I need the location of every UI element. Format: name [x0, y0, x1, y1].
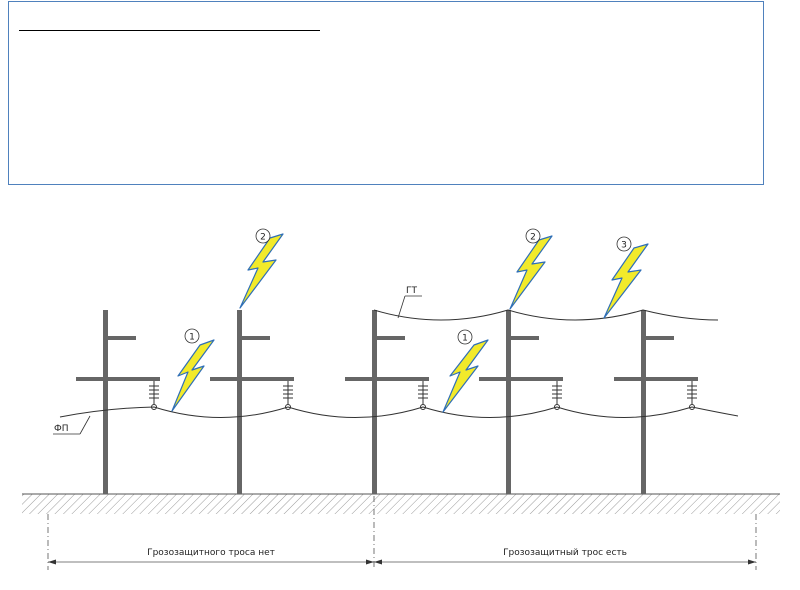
insulator-2 [283, 381, 293, 410]
dimension-arrows [48, 559, 756, 565]
ground-wire [373, 309, 719, 321]
markers [184, 228, 632, 345]
insulator-4 [552, 381, 562, 410]
phase-wire-label: ФП [54, 424, 69, 434]
pole-4 [506, 310, 511, 494]
marker-3 [616, 236, 632, 252]
lightning-bolt-2a [239, 233, 284, 309]
insulators [149, 381, 697, 410]
marker-1a [184, 328, 200, 344]
lightning-bolts [171, 233, 649, 413]
insulator-1 [149, 381, 159, 410]
ground-wire-label: ГТ [406, 286, 417, 296]
marker-2a-label: 2 [260, 233, 266, 243]
lightning-bolt-3 [603, 243, 649, 319]
marker-1b [457, 329, 473, 345]
insulator-3 [418, 381, 428, 410]
poles [103, 310, 646, 494]
lightning-bolt-2b [509, 235, 553, 310]
upper-arms [108, 336, 674, 340]
lightning-bolt-1a [171, 339, 215, 412]
insulator-5 [687, 381, 697, 410]
ground-strip [22, 494, 780, 514]
dimension-lines [47, 496, 757, 570]
marker-1a-label: 1 [189, 333, 195, 343]
marker-2b-label: 2 [530, 233, 536, 243]
pole-3 [372, 310, 377, 494]
pole-1 [103, 310, 108, 494]
header-underline [19, 30, 320, 31]
section-right-label: Грозозащитный трос есть [503, 548, 627, 558]
ground-wire-leader [397, 295, 406, 319]
marker-2a [255, 228, 271, 244]
pole-5 [641, 310, 646, 494]
marker-2b [525, 228, 541, 244]
cross-arms [76, 377, 698, 381]
lightning-bolt-1b [442, 339, 489, 413]
header-frame [8, 1, 764, 185]
phase-wire [59, 406, 739, 418]
section-left-label: Грозозащитного троса нет [147, 548, 275, 558]
marker-1b-label: 1 [462, 334, 468, 344]
marker-3-label: 3 [621, 241, 627, 251]
pole-2 [237, 310, 242, 494]
